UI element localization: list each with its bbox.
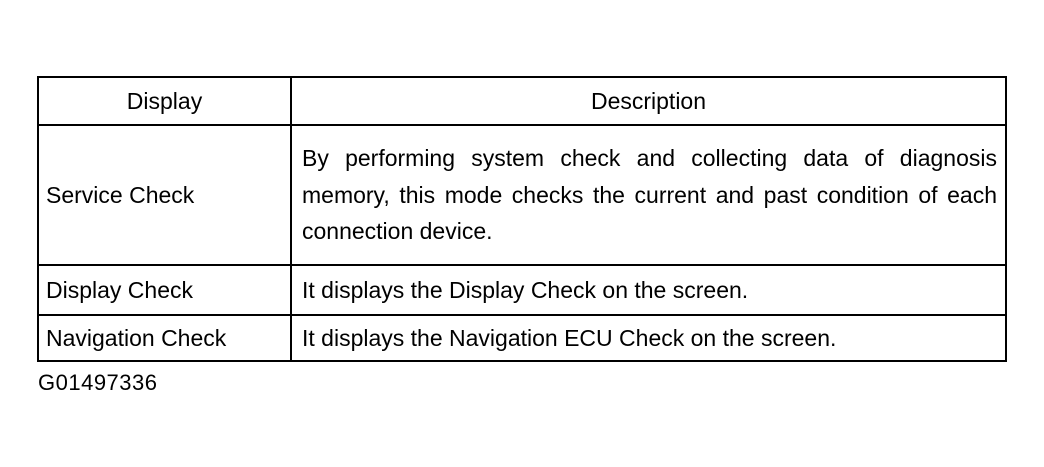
header-display: Display [37,76,292,126]
header-description: Description [290,76,1007,126]
table-row: Service Check By performing system check… [37,124,1007,266]
figure-id: G01497336 [38,370,158,395]
row-description-navigation-check: It displays the Navigation ECU Check on … [290,314,1007,362]
row-description-display-check: It displays the Display Check on the scr… [290,264,1007,316]
display-description-table: Display Description Service Check By per… [37,76,1007,362]
row-description-service-check: By performing system check and collectin… [290,124,1007,266]
row-display-navigation-check: Navigation Check [37,314,292,362]
row-display-display-check: Display Check [37,264,292,316]
table-row: Display Check It displays the Display Ch… [37,264,1007,316]
table-header-row: Display Description [37,76,1007,126]
table-row: Navigation Check It displays the Navigat… [37,314,1007,362]
row-display-service-check: Service Check [37,124,292,266]
